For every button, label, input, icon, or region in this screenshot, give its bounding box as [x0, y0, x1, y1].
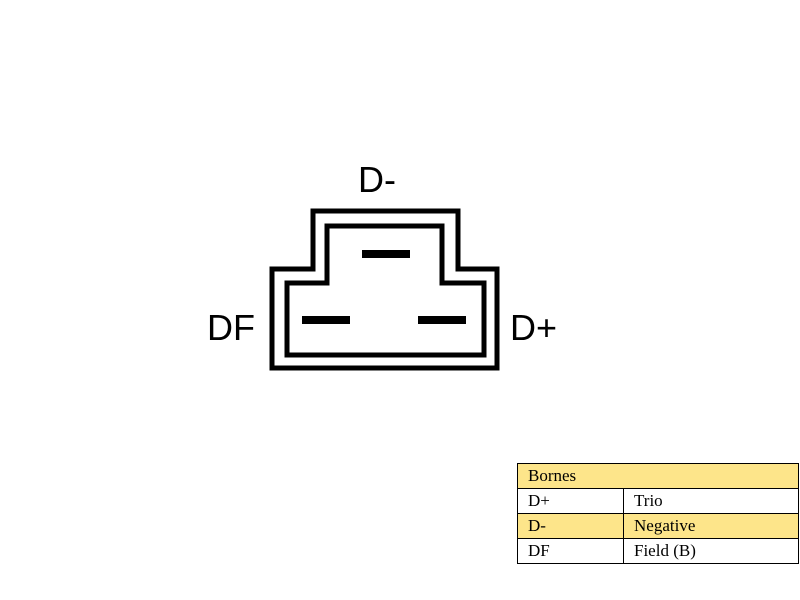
connector-outer-outline — [269, 208, 500, 371]
pin-label-df: DF — [207, 307, 255, 348]
terminal-legend-table: Bornes D+ Trio D- Negative DF Field (B) — [517, 463, 799, 564]
pin-df-blade — [302, 316, 350, 324]
legend-desc: Negative — [623, 513, 799, 539]
legend-desc: Trio — [623, 488, 799, 514]
legend-header-row: Bornes — [517, 463, 799, 489]
legend-code: D- — [517, 513, 624, 539]
pin-label-d-minus: D- — [358, 159, 396, 200]
legend-header: Bornes — [517, 463, 799, 489]
connector-inner-outline — [284, 223, 487, 358]
legend-desc: Field (B) — [623, 538, 799, 564]
legend-code: DF — [517, 538, 624, 564]
legend-row: D- Negative — [517, 513, 799, 539]
legend-row: D+ Trio — [517, 488, 799, 514]
legend-row: DF Field (B) — [517, 538, 799, 564]
pin-d-minus-blade — [362, 250, 410, 258]
legend-code: D+ — [517, 488, 624, 514]
pin-label-d-plus: D+ — [510, 307, 558, 348]
pin-d-plus-blade — [418, 316, 466, 324]
